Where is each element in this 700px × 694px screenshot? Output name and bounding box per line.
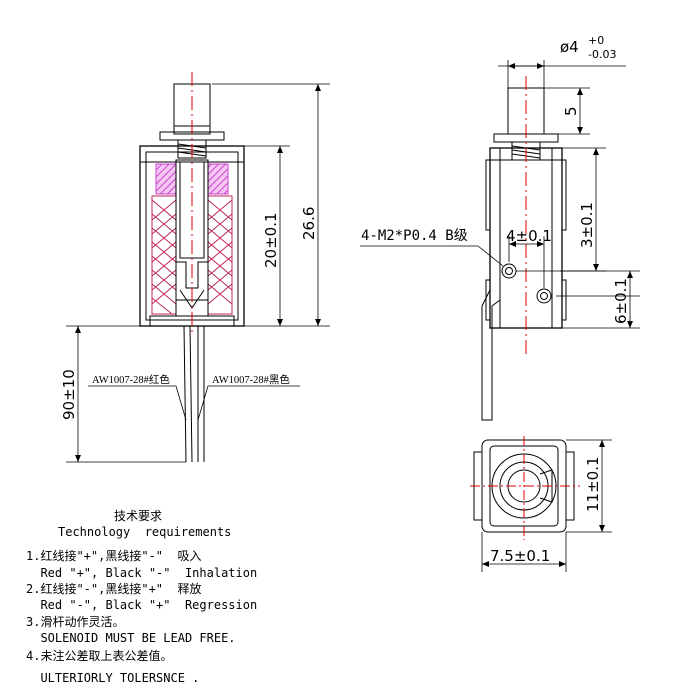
note-line: Red "+", Black "-" Inhalation: [26, 566, 258, 580]
note-line: 3.滑杆动作灵活。: [26, 615, 125, 629]
dim-hole-offset-bottom: 6±0.1: [612, 278, 630, 324]
dim-diameter-tol-upper: +0: [588, 34, 604, 47]
side-view: [481, 76, 567, 421]
coil-right: [207, 195, 233, 315]
coil-left: [151, 195, 177, 315]
notes-title-en: Technology requirements: [58, 525, 232, 539]
dim-overall-height: 26.6: [300, 207, 318, 240]
section-view: [139, 72, 245, 463]
hatch-left: [155, 163, 177, 195]
bottom-dimensions: [481, 439, 612, 572]
dim-plunger-height: 5: [562, 106, 580, 116]
lead-red-label: AW1007-28#红色: [92, 373, 170, 386]
dim-bottom-width: 7.5±0.1: [490, 547, 550, 565]
dim-diameter: ø4: [560, 38, 579, 56]
note-line: 1.红线接"+",黑线接"-" 吸入: [26, 549, 202, 563]
dim-hole-offset-top: 3±0.1: [578, 202, 596, 248]
mount-hole-2: [536, 288, 552, 304]
note-line: 4.未注公差取上表公差值。: [26, 649, 173, 663]
left-dimensions: [66, 83, 330, 463]
hatch-right: [207, 163, 229, 195]
dim-bottom-height: 11±0.1: [584, 456, 602, 512]
dim-body-height: 20±0.1: [262, 212, 280, 268]
side-dimensions: [360, 60, 640, 329]
notes-title-cn: 技术要求: [114, 509, 163, 523]
mount-hole-1: [501, 263, 517, 279]
dim-hole-spacing: 4±0.1: [506, 227, 552, 245]
lead-black-label: AW1007-28#黑色: [212, 373, 290, 386]
dim-lead-length: 90±10: [60, 369, 78, 420]
note-line: 2.红线接"-",黑线接"+" 释放: [26, 582, 202, 596]
note-line: ULTERIORLY TOLERSNCE .: [26, 671, 200, 685]
note-line: SOLENOID MUST BE LEAD FREE.: [26, 631, 236, 645]
bottom-view: [470, 436, 580, 540]
thread-spec: 4-M2*P0.4 B级: [361, 228, 468, 244]
note-line: Red "-", Black "+" Regression: [26, 598, 258, 612]
lead-red: [183, 325, 187, 463]
dim-diameter-tol-lower: -0.03: [588, 48, 616, 61]
